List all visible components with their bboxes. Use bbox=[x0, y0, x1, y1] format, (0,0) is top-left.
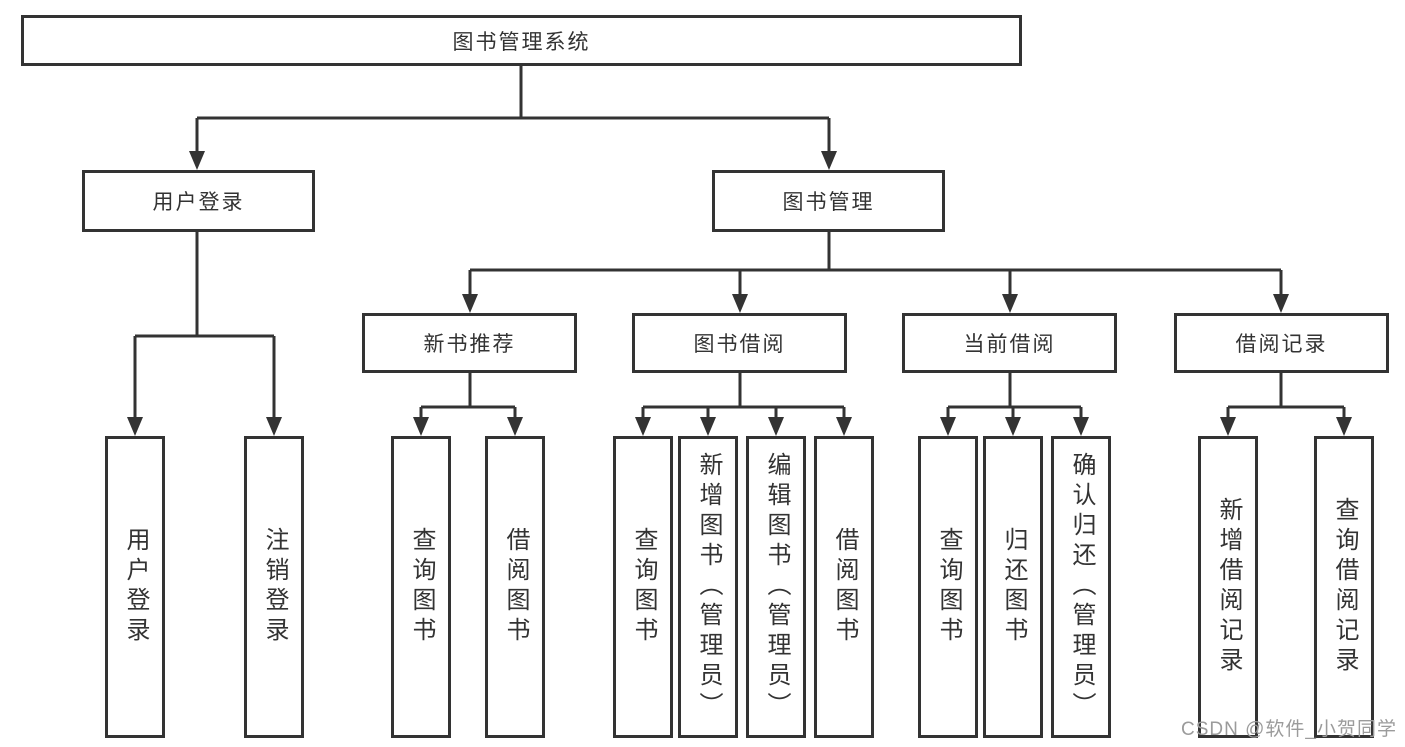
leaf-user-login: 用户登录 bbox=[105, 436, 165, 738]
leaf-add-borrow-record: 新增借阅记录 bbox=[1198, 436, 1258, 738]
leaf-edit-book-admin: 编辑图书（管理员） bbox=[746, 436, 806, 738]
node-book-borrow: 图书借阅 bbox=[632, 313, 847, 373]
node-borrow-record: 借阅记录 bbox=[1174, 313, 1389, 373]
leaf-add-book-admin: 新增图书（管理员） bbox=[678, 436, 738, 738]
node-library-management-system: 图书管理系统 bbox=[21, 15, 1022, 66]
leaf-borrow-book-recommend: 借阅图书 bbox=[485, 436, 545, 738]
leaf-borrow-book: 借阅图书 bbox=[814, 436, 874, 738]
node-current-borrow: 当前借阅 bbox=[902, 313, 1117, 373]
leaf-query-book-recommend: 查询图书 bbox=[391, 436, 451, 738]
leaf-return-book: 归还图书 bbox=[983, 436, 1043, 738]
node-book-management: 图书管理 bbox=[712, 170, 945, 232]
node-user-login: 用户登录 bbox=[82, 170, 315, 232]
leaf-logout: 注销登录 bbox=[244, 436, 304, 738]
leaf-query-borrow-record: 查询借阅记录 bbox=[1314, 436, 1374, 738]
node-new-book-recommend: 新书推荐 bbox=[362, 313, 577, 373]
leaf-query-book-current: 查询图书 bbox=[918, 436, 978, 738]
watermark: CSDN @软件_小贺同学 bbox=[1181, 719, 1397, 740]
leaf-query-book-borrow: 查询图书 bbox=[613, 436, 673, 738]
leaf-confirm-return-admin: 确认归还（管理员） bbox=[1051, 436, 1111, 738]
